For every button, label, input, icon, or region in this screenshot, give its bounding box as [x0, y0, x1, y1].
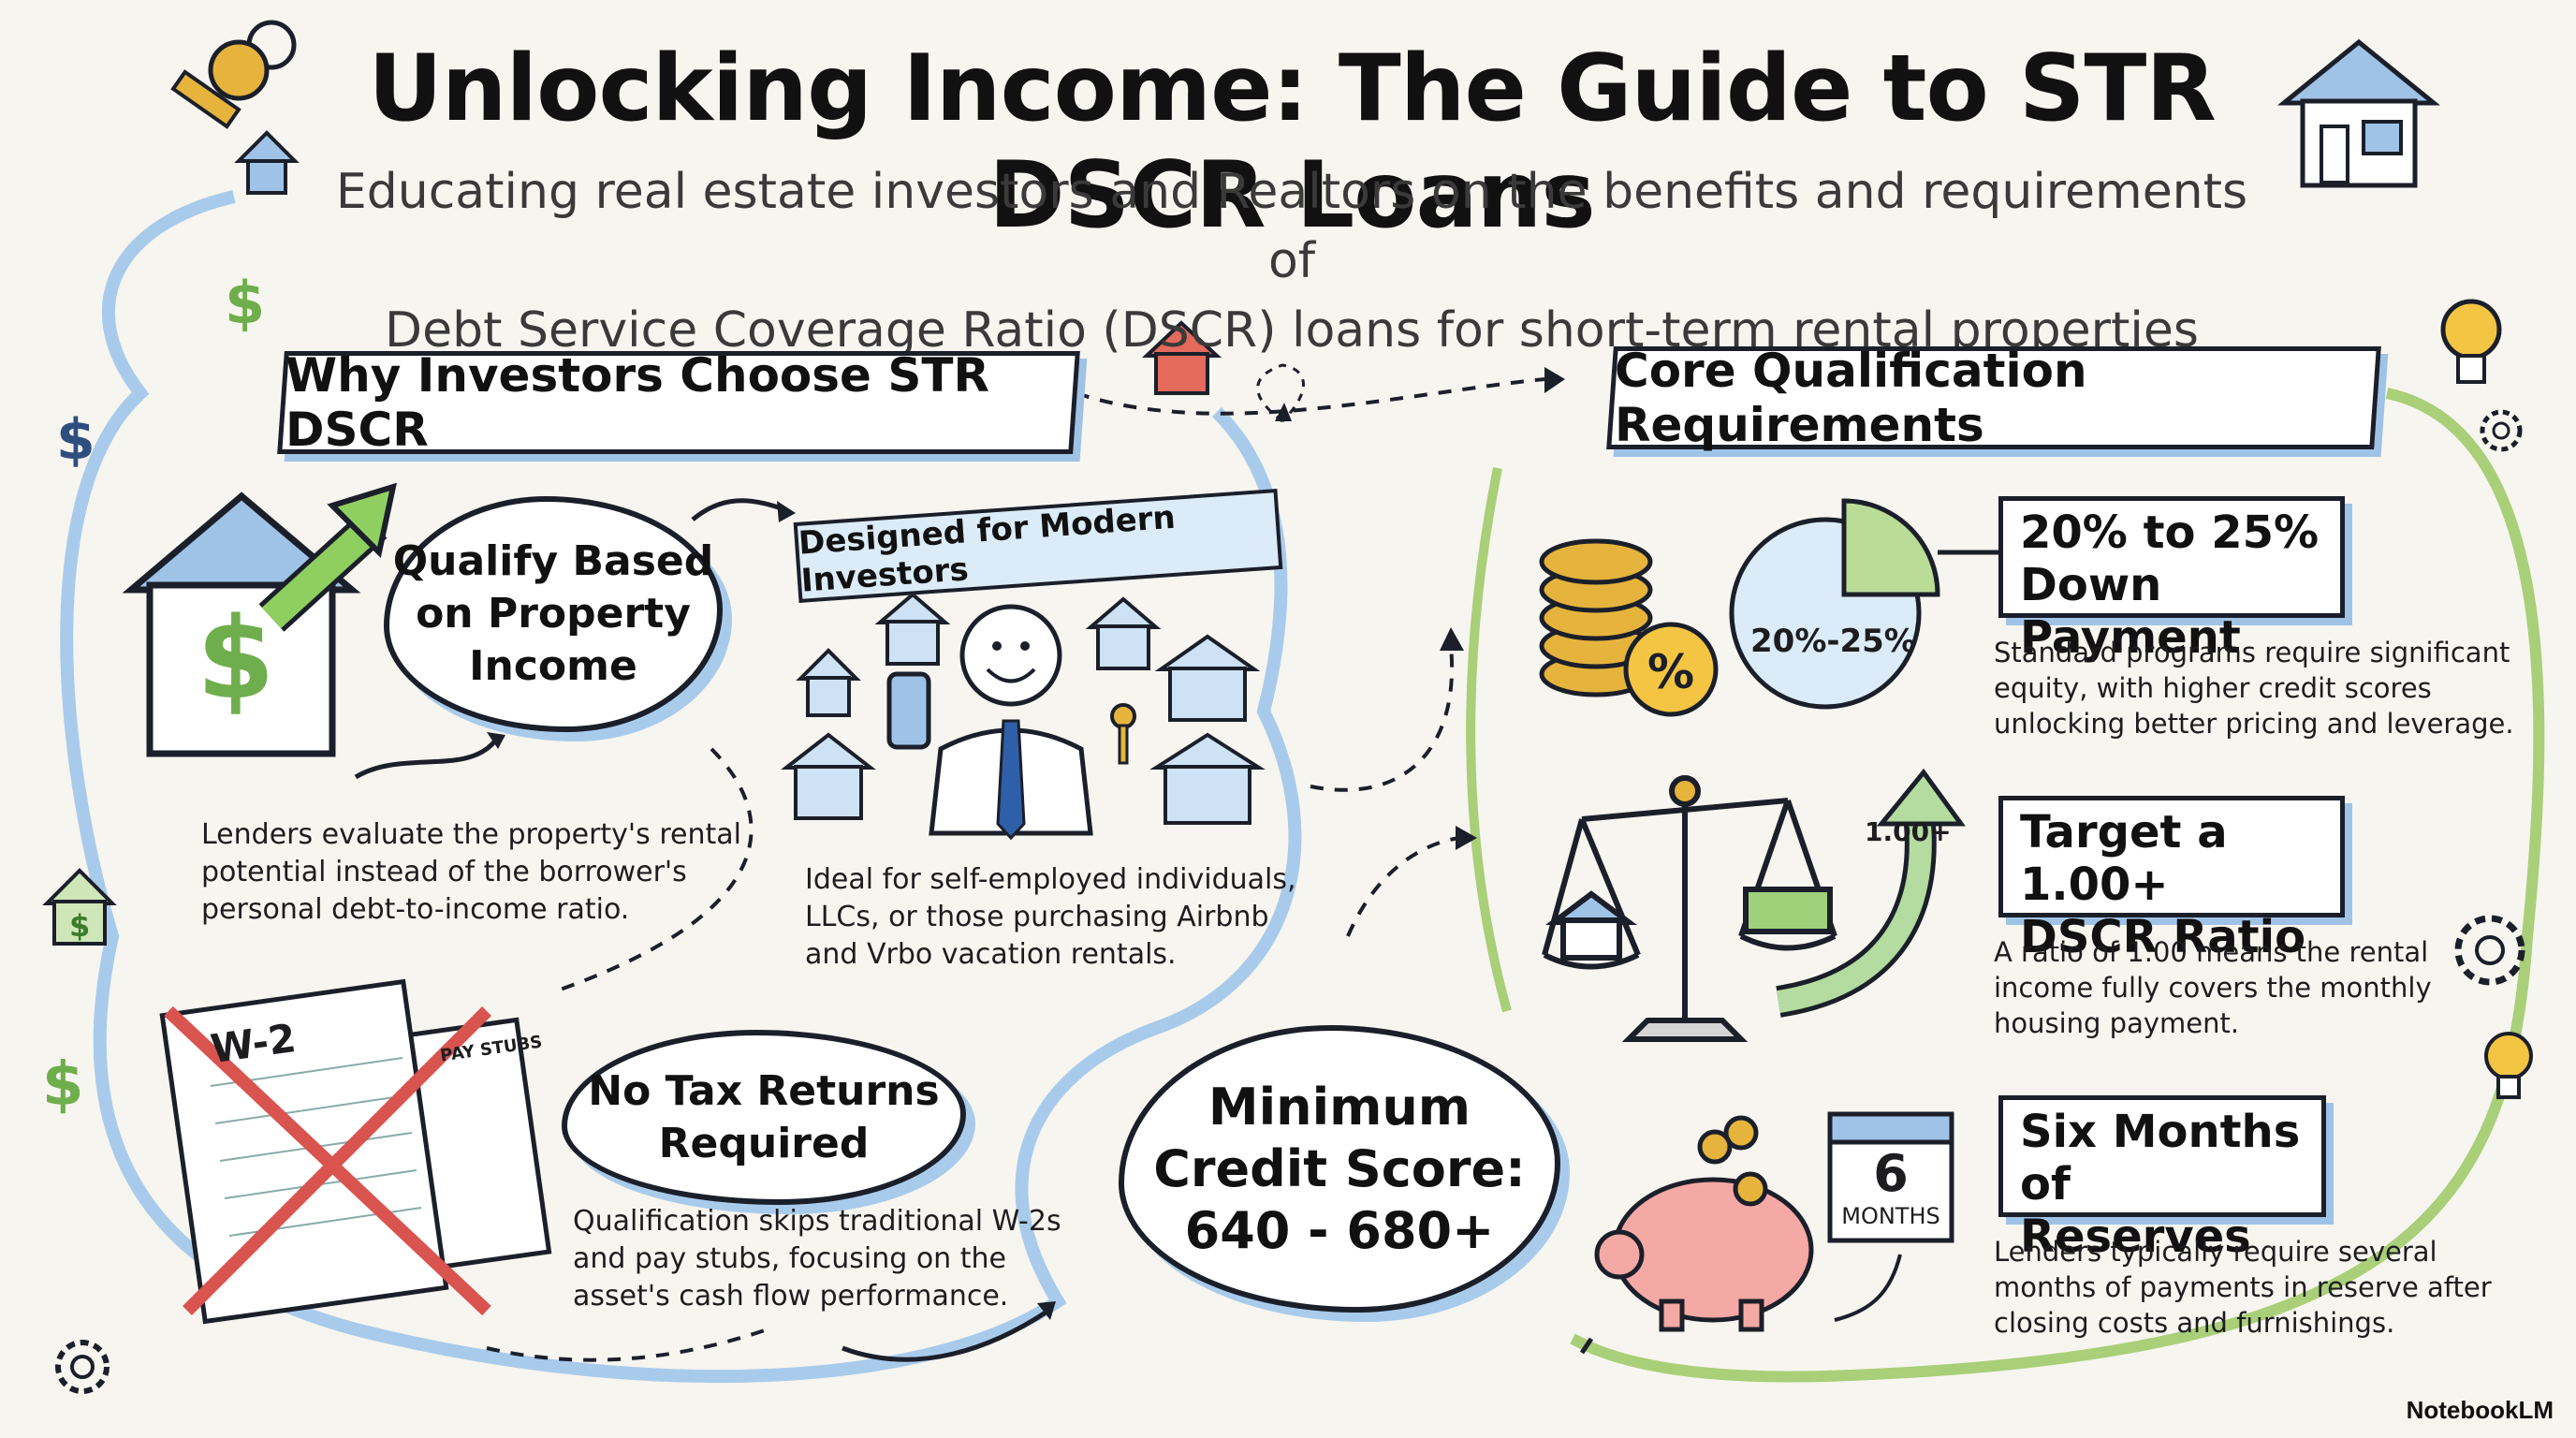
dollar-icon: $: [42, 1050, 84, 1120]
house-icon-top-right: [2276, 38, 2441, 188]
divider-path: [1466, 467, 1512, 1013]
svg-text:$: $: [197, 594, 275, 725]
balance-scale-icon: [1542, 775, 1837, 1042]
gear-icon: [2480, 409, 2523, 452]
lightbulb-icon: [2484, 1032, 2533, 1099]
lightbulb-icon: [2440, 299, 2502, 384]
dollar-icon: $: [56, 407, 95, 473]
dscr-description: A ratio of 1.00 means the rental income …: [1994, 936, 2432, 1039]
piggy-bank-icon: [1594, 1115, 1814, 1332]
pie-label: 20%-25%: [1750, 623, 1916, 660]
credit-score-bubble: Minimum Credit Score: 640 - 680+: [1119, 1025, 1560, 1313]
gear-icon: [55, 1340, 110, 1394]
subtitle-line-1: Educating real estate investors and Real…: [335, 164, 2248, 289]
flow-path-right: [1570, 388, 2545, 1383]
qualify-income-description: Lenders evaluate the property's rental p…: [201, 818, 741, 926]
growth-arrow-icon: [1776, 768, 1966, 1018]
modern-investors-description: Ideal for self-employed individuals, LLC…: [805, 863, 1296, 971]
flow-path-left: [60, 190, 1302, 1384]
no-tax-returns-description: Qualification skips traditional W-2s and…: [573, 1205, 1061, 1313]
house-growth-icon: $: [122, 482, 398, 757]
svg-text:%: %: [1647, 645, 1694, 699]
house-dollar-icon: $: [42, 868, 117, 946]
reserves-title: Six Months of Reserves: [1998, 1095, 2326, 1263]
calendar-number: 6: [1873, 1144, 1909, 1203]
page-title: Unlocking Income: The Guide to STR DSCR …: [368, 36, 2217, 249]
house-cluster-icons: [781, 592, 1266, 825]
down-payment-description: Standard programs require significant eq…: [1994, 637, 2514, 740]
down-payment-title: 20% to 25% Down Payment: [1998, 496, 2345, 664]
calendar-icon: [1827, 1111, 1954, 1243]
notebooklm-brand: NotebookLM: [2406, 1396, 2554, 1424]
page-subtitle: Educating real estate investors and Real…: [309, 157, 2275, 365]
crossed-documents-icon: [159, 978, 552, 1325]
dscr-title: Target a 1.00+ DSCR Ratio: [1998, 796, 2345, 963]
gear-icon: [2454, 915, 2525, 986]
dscr-arrow-label: 1.00+: [1865, 816, 1952, 847]
down-payment-pie-icon: [1729, 498, 2003, 710]
dollar-icon: $: [225, 269, 265, 337]
right-section-heading: Core Qualification Requirements: [1606, 344, 2381, 452]
reserves-description: Lenders typically require several months…: [1994, 1236, 2492, 1339]
key-icon: [170, 20, 297, 129]
house-icon-small-blue: [234, 130, 300, 195]
no-tax-returns-bubble: No Tax Returns Required: [562, 1030, 966, 1205]
qualify-income-bubble: Qualify Based on Property Income: [384, 496, 723, 732]
svg-text:$: $: [69, 908, 90, 944]
left-section-heading: Why Investors Choose STR DSCR: [277, 348, 1080, 457]
coins-stack-icon: %: [1539, 538, 1719, 717]
investor-figure-icon: [886, 604, 1136, 841]
calendar-label: MONTHS: [1841, 1203, 1940, 1229]
house-icon-red: [1141, 320, 1222, 395]
